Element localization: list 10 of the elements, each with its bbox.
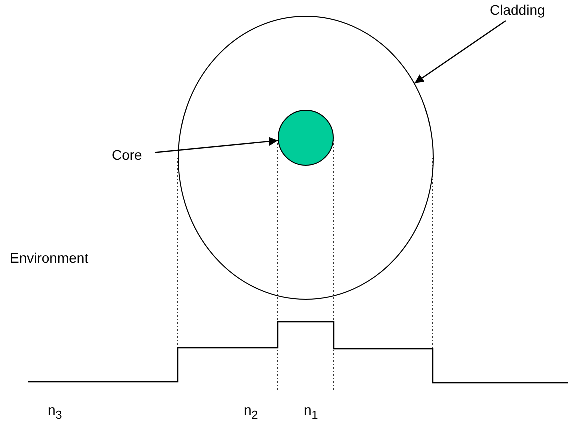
part-label: Core	[112, 147, 152, 163]
region-label: Environment	[10, 250, 89, 266]
refractive-index-label: n$_{1}$	[304, 402, 318, 424]
arrow	[154, 137, 278, 154]
refractive-index-label: n$_{3}$	[48, 402, 62, 424]
part-label: Cladding	[490, 2, 554, 18]
core-circle	[278, 110, 334, 166]
arrow	[414, 20, 506, 84]
cladding-circle	[178, 16, 434, 300]
refractive-index-label: n$_{2}$	[244, 402, 258, 424]
